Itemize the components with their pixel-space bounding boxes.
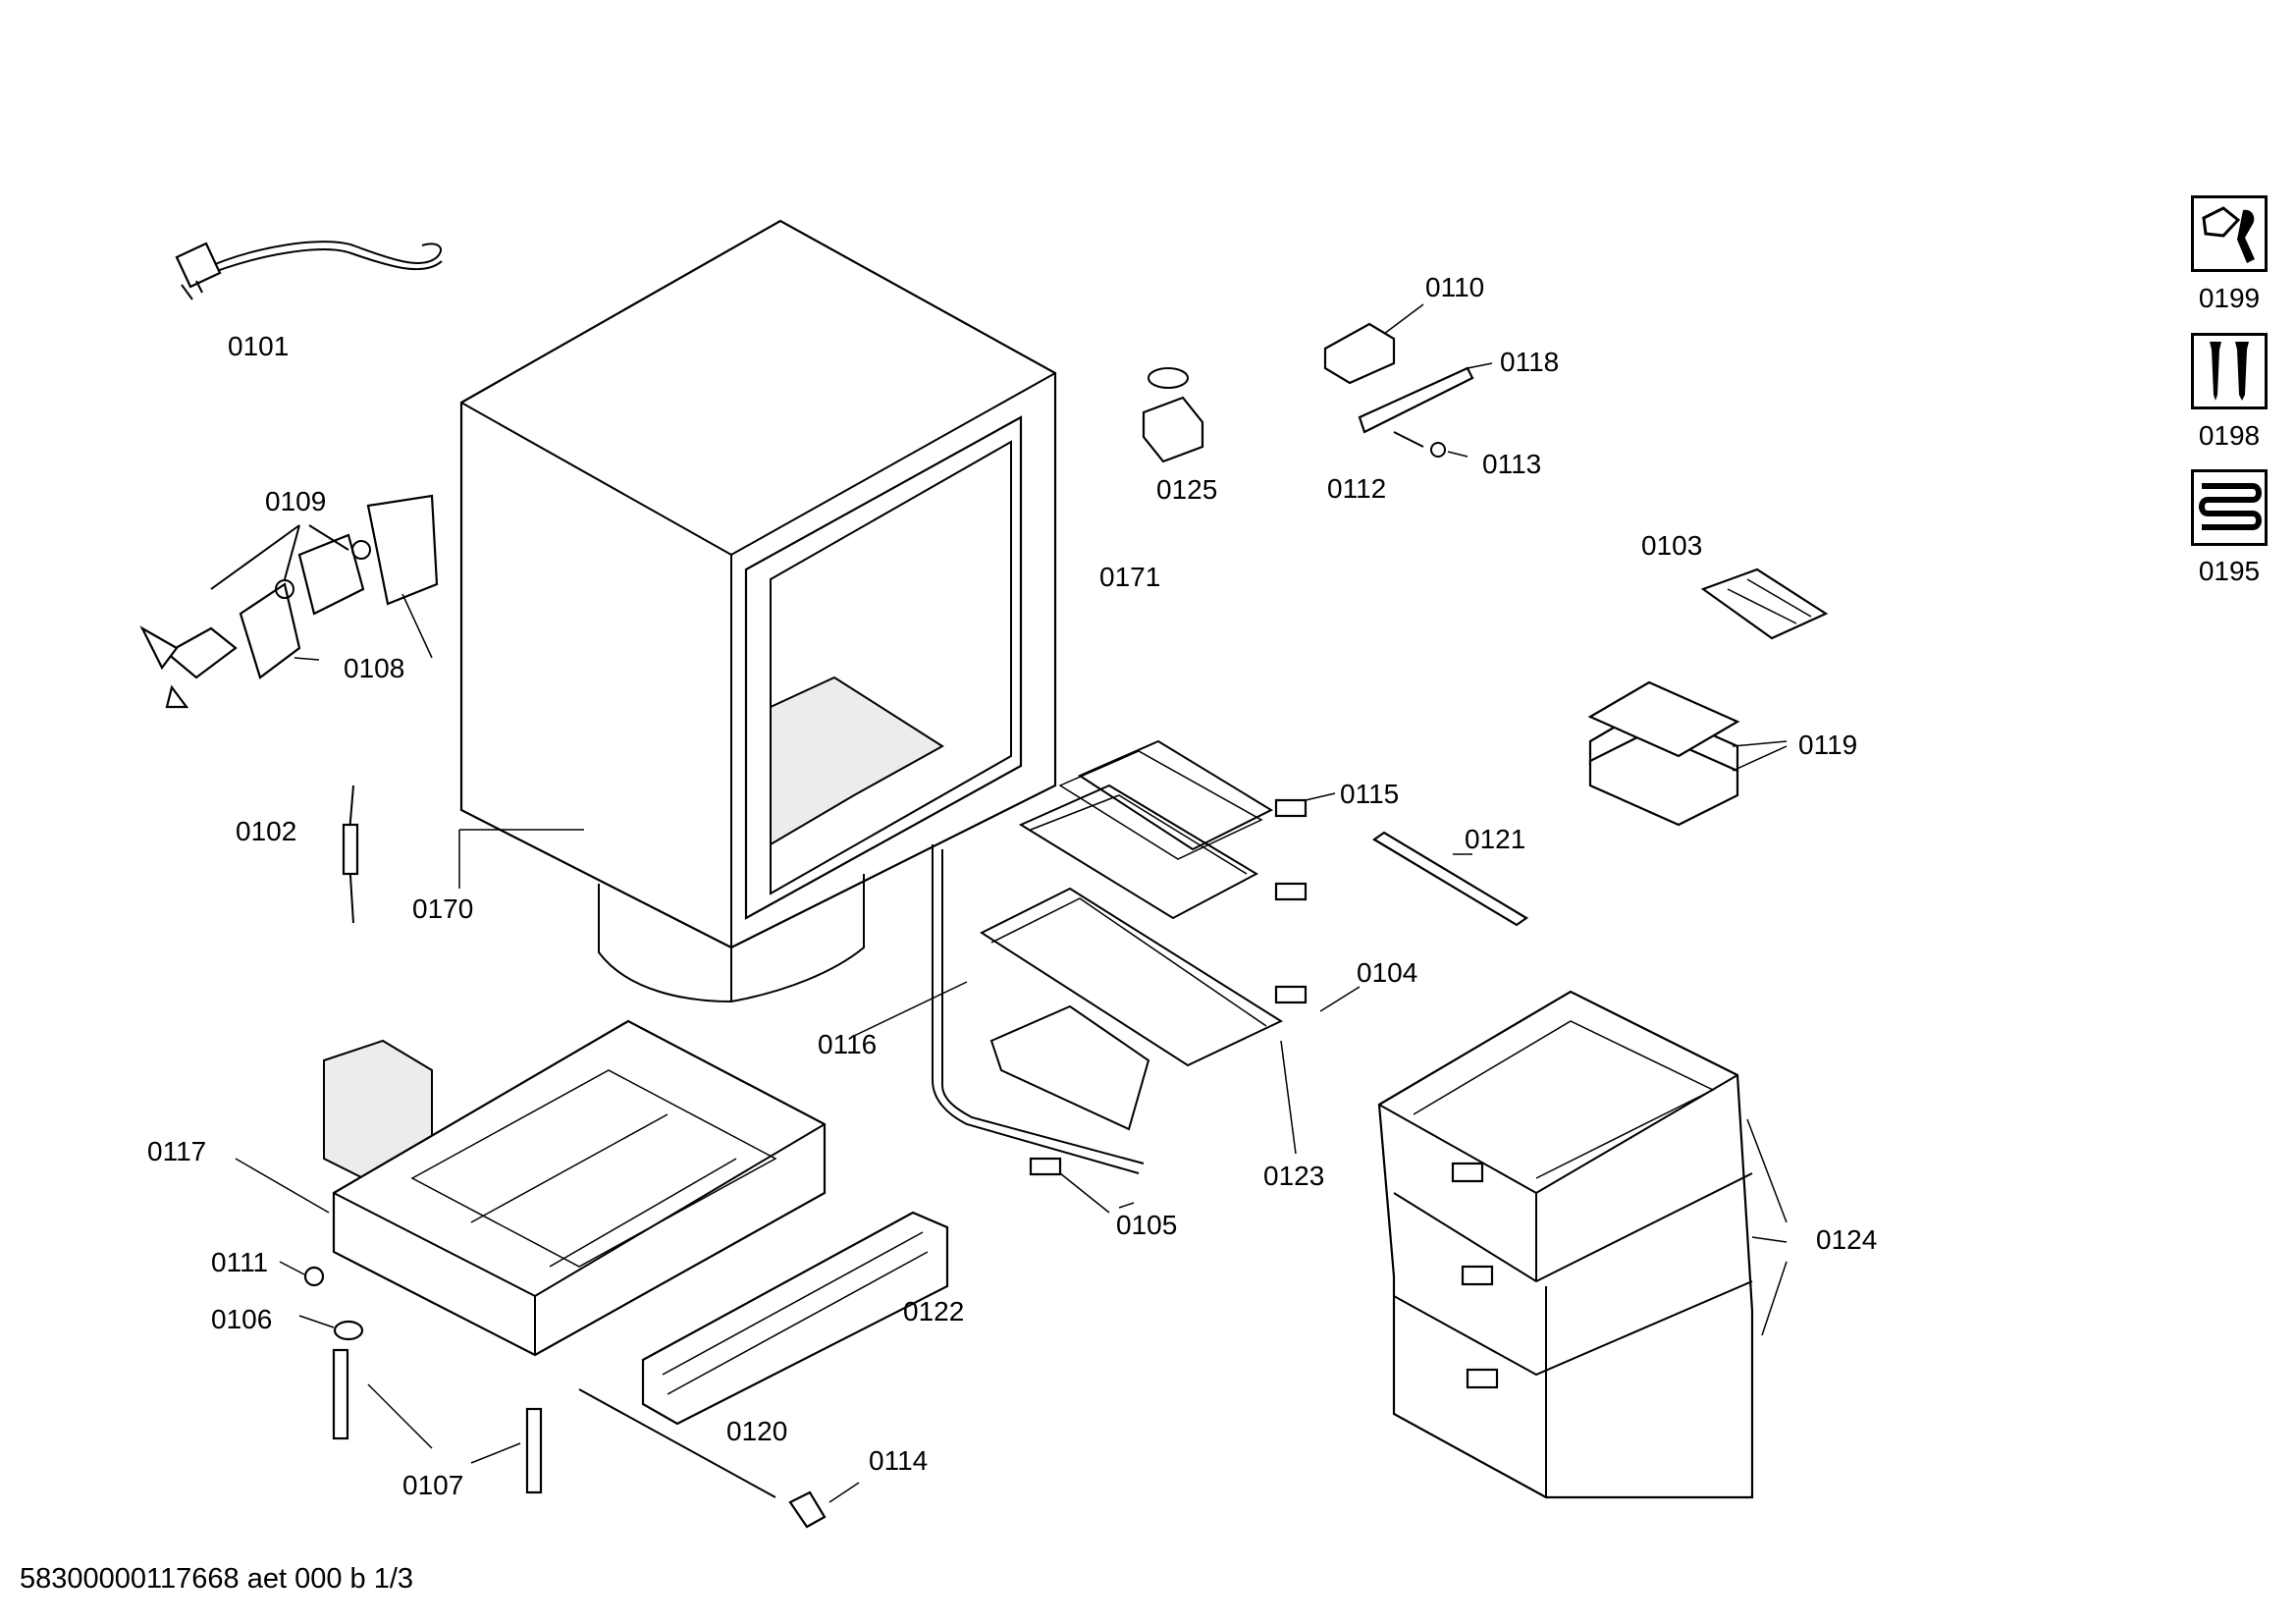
label-0119: 0119 — [1798, 730, 1857, 760]
label-0122: 0122 — [903, 1296, 964, 1326]
label-0121: 0121 — [1465, 824, 1525, 854]
label-0105: 0105 — [1116, 1210, 1177, 1240]
label-0123: 0123 — [1263, 1161, 1324, 1191]
rod-drawing — [578, 1388, 860, 1529]
label-0116: 0116 — [818, 1029, 877, 1059]
screws-icon[interactable] — [2191, 333, 2268, 409]
wire-shelves-drawing — [853, 739, 1529, 1214]
label-0109: 0109 — [265, 486, 326, 516]
label-0114: 0114 — [869, 1445, 928, 1476]
label-0117: 0117 — [147, 1136, 206, 1166]
part-labels: 0101 0109 0108 0102 0170 0171 0125 0110 … — [147, 272, 1877, 1500]
label-0120: 0120 — [726, 1416, 787, 1446]
label-0107: 0107 — [402, 1470, 463, 1500]
heating-coil-icon[interactable] — [2191, 469, 2268, 546]
label-0115: 0115 — [1340, 779, 1399, 809]
base-frame-drawing — [235, 1019, 949, 1426]
sensor-drawing — [342, 785, 359, 924]
label-0110: 0110 — [1425, 272, 1484, 302]
sidebar-code-0199: 0199 — [2198, 283, 2261, 313]
fan-assembly-drawing — [139, 494, 439, 709]
label-0170: 0170 — [412, 893, 473, 924]
feet-drawing — [279, 1261, 543, 1494]
label-0106: 0106 — [211, 1304, 272, 1334]
label-0108: 0108 — [344, 653, 404, 683]
sidebar-code-0198: 0198 — [2198, 420, 2261, 451]
label-0171: 0171 — [1099, 562, 1160, 592]
label-0124: 0124 — [1816, 1224, 1877, 1255]
label-0125: 0125 — [1156, 474, 1217, 505]
power-cord-drawing — [175, 241, 443, 300]
document-footer: 58300000117668 aet 000 b 1/3 — [20, 1563, 414, 1595]
ice-tray-drawing — [1700, 568, 1829, 640]
label-0101: 0101 — [228, 331, 289, 361]
label-0104: 0104 — [1357, 957, 1417, 988]
drawers-drawing — [1377, 990, 1788, 1499]
label-0112: 0112 — [1327, 473, 1386, 504]
label-0111: 0111 — [211, 1247, 268, 1277]
label-0102: 0102 — [236, 816, 296, 846]
sidebar-code-0195: 0195 — [2198, 556, 2261, 586]
label-0118: 0118 — [1500, 347, 1559, 377]
label-0103: 0103 — [1641, 530, 1702, 561]
thermostat-drawing — [1142, 367, 1204, 463]
label-0113: 0113 — [1482, 449, 1541, 479]
cold-packs-drawing — [1587, 680, 1788, 827]
control-parts-drawing — [1323, 303, 1493, 458]
wrench-nut-icon[interactable] — [2191, 195, 2268, 272]
cabinet-drawing — [458, 219, 1057, 1003]
